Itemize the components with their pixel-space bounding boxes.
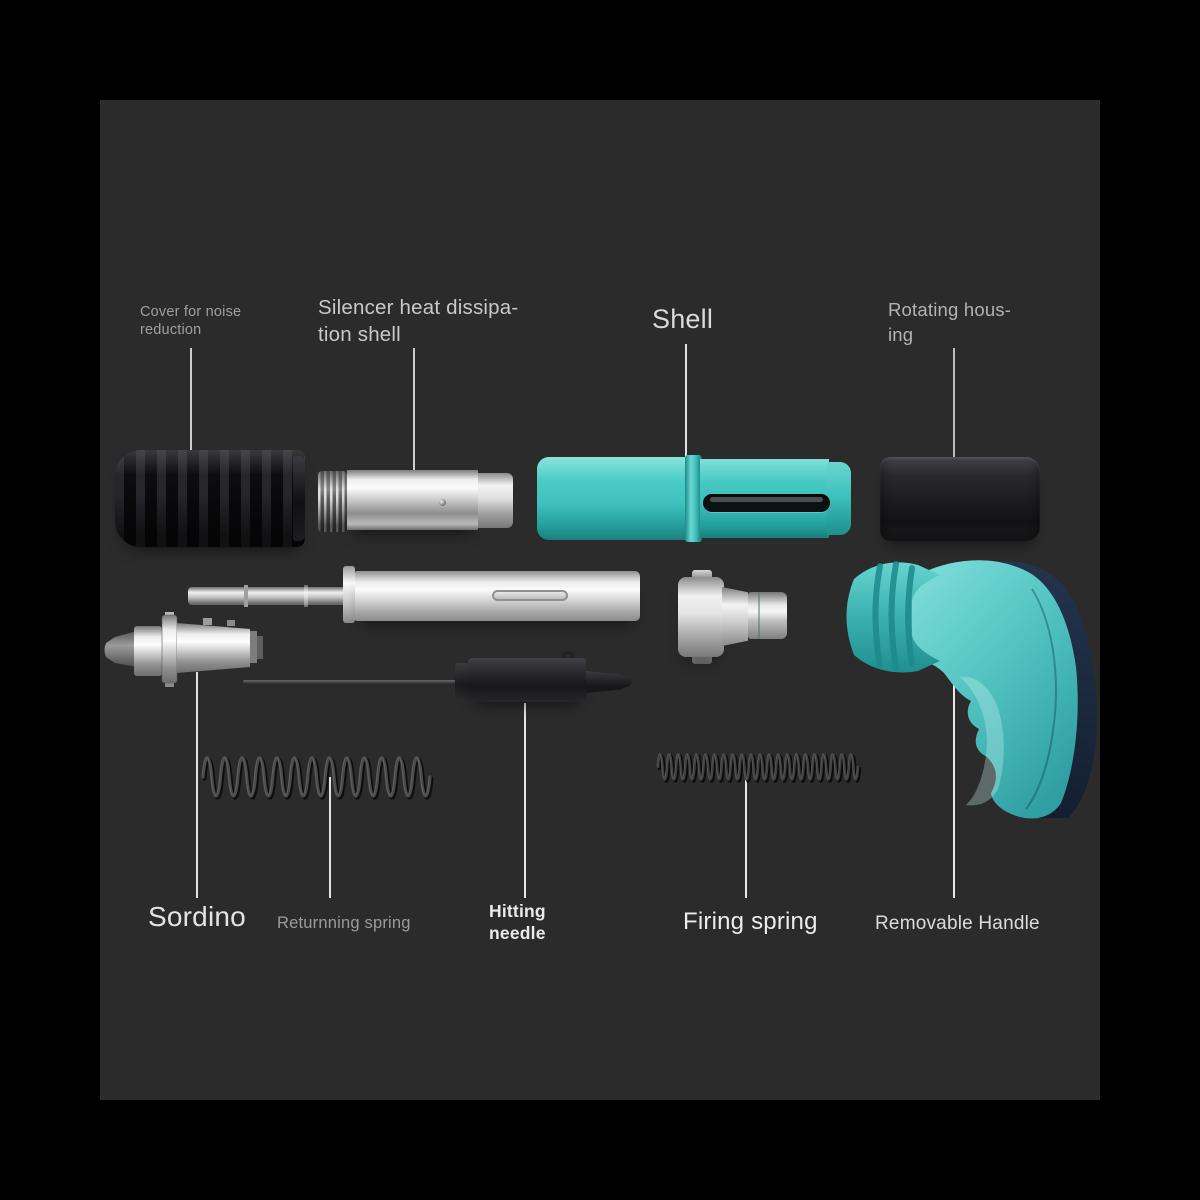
sordino-flange	[161, 614, 178, 684]
bushing-stub-seam	[758, 592, 760, 639]
piston-slot	[492, 590, 568, 601]
sordino-nub-1	[203, 618, 212, 625]
handle-grip-highlight	[960, 676, 1004, 806]
diagram-canvas: Cover for noise reduction Silencer heat …	[100, 100, 1100, 1100]
label-silencer-heat-dissipation-shell: Silencer heat dissipa- tion shell	[318, 296, 519, 346]
hitting-needle-coupling	[455, 663, 470, 700]
sordino-ring-2	[257, 636, 263, 659]
shell-slot	[703, 494, 830, 512]
handle-grip	[898, 560, 1078, 819]
sordino-nub-2	[227, 620, 235, 626]
shell-end-cap	[827, 462, 851, 535]
bushing-flange	[678, 577, 724, 657]
leader-line-sordino	[196, 672, 198, 898]
label-cover-for-noise-reduction: Cover for noise reduction	[140, 304, 242, 339]
piston-rod	[188, 585, 345, 607]
leader-line-hitting-needle	[524, 703, 526, 898]
silencer-body-part	[347, 470, 478, 530]
leader-line-firing-spring	[745, 762, 747, 898]
piston-body-part	[355, 571, 640, 621]
label-removable-handle: Removable Handle	[875, 913, 1040, 934]
hitting-needle-tip	[586, 671, 633, 693]
piston-flange	[343, 566, 355, 623]
removable-handle-part	[846, 560, 1098, 819]
label-shell: Shell	[652, 304, 714, 334]
label-firing-spring: Firing spring	[683, 908, 818, 935]
sordino-flange-tab-bottom	[165, 680, 174, 687]
sordino-part	[104, 612, 263, 687]
returning-spring-part	[201, 756, 434, 800]
label-rotating-housing: Rotating hous- ing	[888, 299, 1012, 345]
silencer-collar	[478, 473, 513, 528]
bushing-tab-bottom	[692, 655, 712, 664]
leader-line-silencer	[413, 348, 415, 480]
hitting-needle-part	[468, 658, 586, 702]
hitting-needle-rod	[243, 680, 457, 684]
noise-cover-part	[115, 450, 305, 547]
leader-line-removable-handle	[953, 667, 955, 898]
label-sordino: Sordino	[148, 901, 246, 932]
sordino-body	[177, 623, 250, 673]
shell-part	[537, 455, 851, 542]
leader-line-shell	[685, 344, 687, 490]
shell-slot-inner	[710, 497, 823, 502]
sordino-ring-1	[250, 631, 257, 663]
bushing-tab-top	[692, 570, 712, 579]
firing-spring-part	[656, 753, 862, 783]
bushing-cone	[722, 587, 748, 646]
shell-collar-ring	[685, 455, 702, 542]
leader-line-cover	[190, 348, 192, 452]
hitting-needle-hook	[562, 651, 574, 661]
rotating-housing-part	[880, 457, 1040, 541]
sordino-collar	[134, 626, 162, 676]
sordino-muzzle-tip	[104, 631, 137, 667]
label-returning-spring: Returnning spring	[277, 914, 411, 932]
handle-bell-ribs	[872, 561, 915, 671]
shell-left-cylinder	[537, 457, 687, 540]
bushing-stub	[748, 592, 787, 639]
noise-cover-end-cap	[293, 456, 305, 541]
silencer-thread	[318, 471, 347, 532]
leader-line-rotating-housing	[953, 348, 955, 482]
piston-rod-notch	[244, 585, 248, 607]
handle-grip-seam	[1025, 588, 1057, 810]
silencer-pin-hole	[439, 499, 446, 506]
leader-line-returning-spring	[329, 777, 331, 898]
label-hitting-needle: Hitting needle	[489, 901, 546, 943]
